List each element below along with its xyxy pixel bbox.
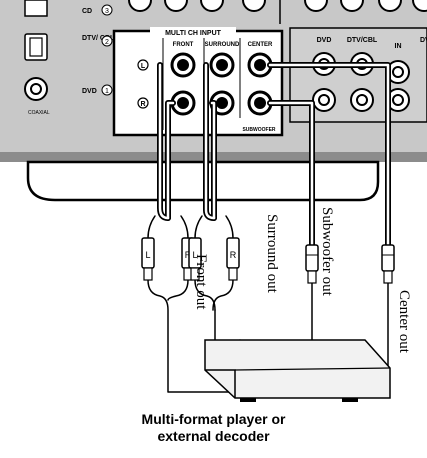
jack-surround-right-center (216, 97, 228, 109)
plug-center (381, 244, 395, 284)
plug-label-surround-right: R (230, 250, 237, 260)
jack-center-center (254, 59, 266, 71)
plug-surround-left: L (188, 237, 202, 281)
top-jack-6 (340, 0, 364, 12)
right-jack-a2-center (318, 94, 330, 106)
top-jack-7 (378, 0, 402, 12)
plug-front-left: L (141, 237, 155, 281)
row-number-badge-3 (101, 4, 113, 16)
top-jack-5 (304, 0, 328, 12)
row-number-2: 2 (105, 39, 109, 46)
optical-jack-dtv-inner (29, 37, 43, 57)
top-jack-1 (128, 0, 152, 12)
jack-front-right-center (177, 97, 189, 109)
column-label-front: FRONT (173, 42, 194, 48)
channel-badge-right (137, 97, 149, 109)
multi-ch-title: MULTI CH INPUT (165, 30, 222, 37)
plug-subwoofer (305, 244, 319, 284)
top-jack-4 (242, 0, 266, 12)
row-number-badge-2 (101, 35, 113, 47)
device-caption: Multi-format player or external decoder (0, 411, 427, 445)
jack-surround-left-center (216, 59, 228, 71)
cable-surround-lower-right (212, 279, 234, 311)
label-center-out: Center out (396, 290, 412, 354)
cable-front-split-left (147, 215, 156, 239)
plug-label-front-left: L (145, 250, 150, 260)
channel-badge-left (137, 59, 149, 71)
cable-front-lower-right (167, 279, 189, 301)
panel-top-jacks (128, 0, 427, 12)
right-label-dtv: DTV/CBL (347, 37, 378, 44)
channel-label-right: R (140, 101, 145, 108)
receiver-rear-panel: CD DTV/ CBL DVD COAXIAL 3 2 1 DVD (0, 0, 427, 202)
row-label-cd: CD (82, 8, 92, 15)
cable-surround-split-right (225, 215, 234, 239)
plug-label-surround-left: L (192, 250, 197, 260)
multi-ch-input-frame (112, 29, 284, 137)
row-label-dtv: DTV/ CBL (82, 35, 115, 42)
jack-front-left-center (177, 59, 189, 71)
right-jack-c1-center (392, 66, 404, 78)
cable-surround-split-left (194, 215, 203, 239)
cable-front-split-right (180, 215, 189, 239)
top-jack-8 (412, 0, 427, 12)
cables (147, 62, 391, 393)
label-front-out: Front out (193, 254, 209, 310)
cable-front-lower-left (147, 279, 231, 393)
coaxial-jack-center (30, 83, 42, 95)
row-label-dvd: DVD (82, 88, 97, 95)
column-label-center: CENTER (248, 42, 273, 48)
row-number-badge-1 (101, 84, 113, 96)
panel-left-inputs: CD DTV/ CBL DVD COAXIAL 3 2 1 (24, 0, 115, 116)
top-jack-3 (200, 0, 224, 12)
player-foot-right (342, 398, 358, 402)
label-surround-out: Surround out (264, 214, 280, 294)
player-top-edge (234, 367, 391, 371)
top-jack-2 (164, 0, 188, 12)
column-label-subwoofer: SUBWOOFER (242, 127, 275, 133)
rca-plugs: L R L R (141, 237, 395, 284)
device-caption-line-1: Multi-format player or (141, 411, 286, 427)
right-jack-b2-center (356, 94, 368, 106)
multi-ch-input-block: MULTI CH INPUT FRONT SURROUND CENTER SUB… (112, 27, 284, 137)
multi-ch-title-bg (150, 27, 236, 36)
row-number-1: 1 (105, 88, 109, 95)
player-device (204, 339, 391, 402)
optical-jack-cd (24, 0, 48, 17)
right-label-in: IN (395, 43, 402, 50)
player-foot-left (240, 398, 256, 402)
right-label-dvd: DVD (317, 37, 332, 44)
jack-subwoofer-center (254, 97, 266, 109)
channel-label-left: L (141, 63, 146, 70)
cable-labels: Front out Surround out Subwoofer out Cen… (193, 207, 412, 354)
plug-surround-right: R (226, 237, 240, 281)
right-jack-c2-center (392, 94, 404, 106)
row-number-3: 3 (105, 8, 109, 15)
row-label-coaxial: COAXIAL (28, 110, 50, 116)
label-subwoofer-out: Subwoofer out (319, 207, 335, 297)
device-caption-line-2: external decoder (157, 428, 270, 444)
column-label-surround: SURROUND (205, 42, 240, 48)
right-label-dv: DV (420, 37, 427, 44)
